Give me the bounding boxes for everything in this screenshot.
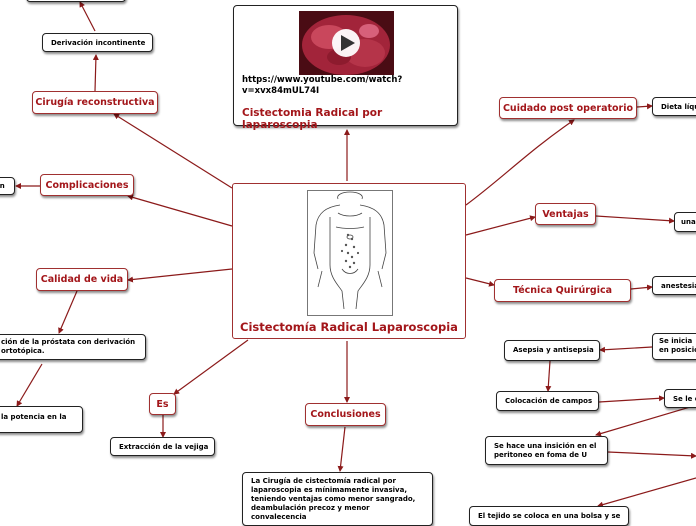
video-node[interactable]: https://www.youtube.com/watch? v=xvx84mU… xyxy=(233,5,458,131)
connector-complicaciones xyxy=(127,194,233,227)
connector-tecnica xyxy=(465,277,495,287)
node-es[interactable]: Es xyxy=(149,393,176,415)
leaf-asepsia[interactable]: Asepsia y antisepsia xyxy=(504,340,600,361)
connector-ventajas xyxy=(465,215,536,236)
video-title: Cistectomia Radical por laparoscopia xyxy=(242,107,383,131)
leaf-incision[interactable]: Se hace una insición en el peritoneo en … xyxy=(485,436,608,465)
leaf-tejido-bolsa[interactable]: El tejido se coloca en una bolsa y se xyxy=(469,506,629,526)
central-topic[interactable]: Cistectomía Radical Laparoscopia xyxy=(232,183,466,339)
central-topic-title: Cistectomía Radical Laparoscopia xyxy=(240,320,458,334)
connector-calidad xyxy=(127,268,233,283)
node-cirugia-reconstructiva[interactable]: Cirugía reconstructiva xyxy=(32,91,158,114)
connector-es xyxy=(173,339,249,395)
node-conclusiones[interactable]: Conclusiones xyxy=(305,403,386,426)
node-calidad-de-vida[interactable]: Calidad de vida xyxy=(36,268,128,291)
leaf-ventajas-child[interactable]: una xyxy=(674,212,696,232)
leaf-complicaciones-child[interactable]: on xyxy=(0,177,15,195)
leaf-top-cut[interactable] xyxy=(26,0,126,2)
leaf-se-inicia[interactable]: Se inicia en posición xyxy=(652,333,696,360)
video-thumbnail[interactable] xyxy=(299,11,394,75)
connector-cuidado xyxy=(465,119,575,206)
node-ventajas[interactable]: Ventajas xyxy=(535,203,596,225)
node-complicaciones[interactable]: Complicaciones xyxy=(40,174,134,196)
leaf-se-le[interactable]: Se le c xyxy=(664,389,696,408)
leaf-colocacion-campos[interactable]: Colocación de campos xyxy=(496,391,599,411)
video-url[interactable]: https://www.youtube.com/watch? v=xvx84mU… xyxy=(242,75,403,96)
leaf-prostata-derivacion[interactable]: ción de la próstata con derivación ortot… xyxy=(0,334,146,360)
connector-cirugia xyxy=(113,113,233,189)
anatomy-illustration xyxy=(307,190,393,316)
leaf-dieta[interactable]: Dieta líqu xyxy=(652,97,696,116)
leaf-anestesia[interactable]: anestesia xyxy=(652,276,696,295)
leaf-potencia[interactable]: la potencia en la xyxy=(0,406,83,433)
leaf-conclusion-text[interactable]: La Cirugía de cistectomía radical por la… xyxy=(242,472,433,526)
leaf-derivacion-incontinente[interactable]: Derivación incontinente xyxy=(42,33,153,52)
node-cuidado-post-operatorio[interactable]: Cuidado post operatorio xyxy=(499,97,637,119)
leaf-extraccion-vejiga[interactable]: Extracción de la vejiga xyxy=(110,437,215,456)
node-tecnica-quirurgica[interactable]: Técnica Quirúrgica xyxy=(494,279,631,302)
